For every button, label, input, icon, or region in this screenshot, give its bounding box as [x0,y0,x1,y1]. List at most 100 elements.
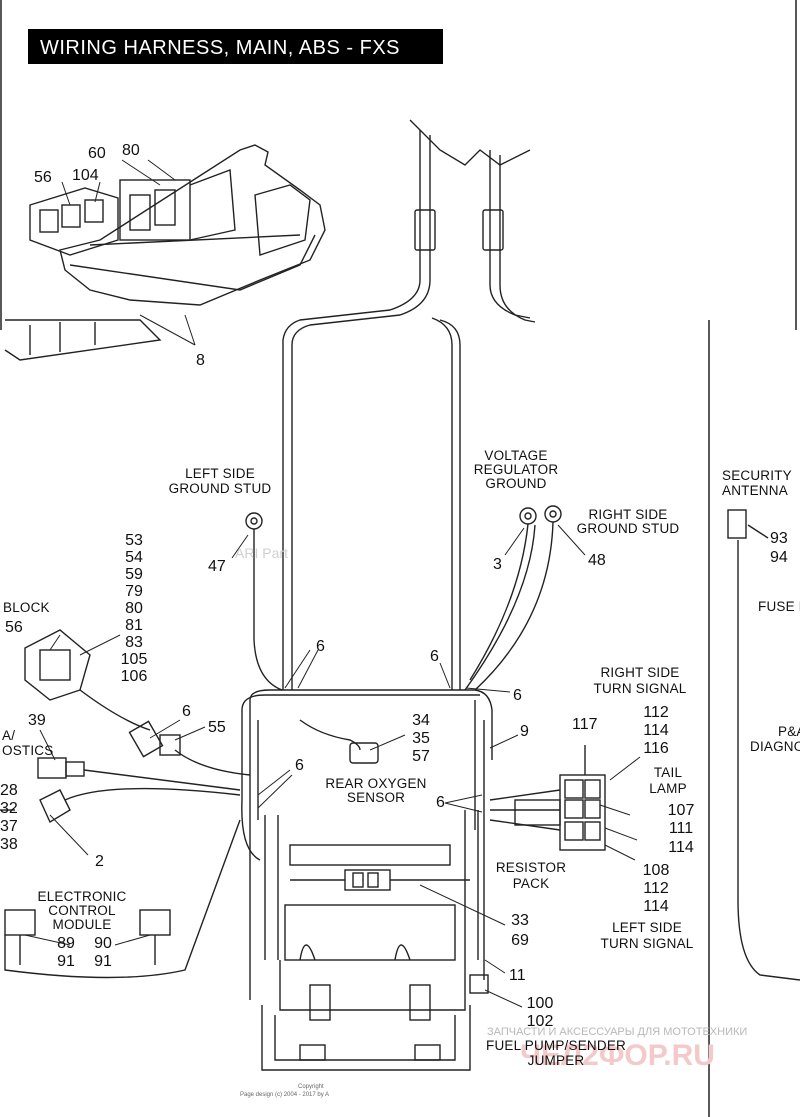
stack-part-4: 79 [125,583,143,600]
left-cut-part-4: 38 [0,836,18,853]
watermark-shop-name: ЧЕЛ2ФОР.RU [520,1039,715,1072]
leader-lines [24,524,641,1008]
part-93: 93 [770,530,788,547]
stack-part-2: 54 [125,549,143,566]
fuse-block-label: BLOCK [3,600,50,615]
security-label-1: SECURITY [722,468,792,483]
part-55: 55 [208,719,226,736]
title-bar: WIRING HARNESS, MAIN, ABS - FXS [28,29,443,64]
left-turn-part-1: 108 [643,862,670,879]
stack-part-5: 80 [125,600,143,617]
rear-o2-label-2: SENSOR [347,790,405,805]
tail-lamp-label-2: LAMP [649,781,687,796]
o2-part-2: 35 [412,730,430,747]
ecm-connectors [4,819,241,979]
copyright-line-2: Page design (c) 2004 - 2017 by A [240,1092,329,1098]
part-56-block: 56 [5,619,23,636]
part-6-mid-right: 6 [436,794,445,811]
right-turn-label-1: RIGHT SIDE [600,665,679,680]
right-ground-label-1: RIGHT SIDE [588,507,667,522]
frame-structure [261,810,489,1071]
pa-left-label-1: A/ [2,728,15,743]
left-ground-label-1: LEFT SIDE [185,466,255,481]
left-turn-label-1: LEFT SIDE [612,920,682,935]
ecm-right-part-2: 91 [94,953,112,970]
stack-part-8: 105 [121,651,148,668]
part-80-top: 80 [122,142,140,159]
ground-stud-terminals [245,505,562,691]
part-69: 69 [511,932,529,949]
part-104: 104 [72,167,99,184]
part-9: 9 [520,723,529,740]
part-8: 8 [196,352,205,369]
rear-o2-label-1: REAR OXYGEN [325,776,426,791]
part-numbers: 60 80 56 104 8 47 3 48 93 94 53 54 59 79… [0,142,788,1030]
part-56-top: 56 [34,169,52,186]
right-turn-label-2: TURN SIGNAL [594,681,687,696]
ecm-right-part-1: 90 [94,935,112,952]
pa-left-label-2: OSTICS [2,743,53,758]
part-6-right: 6 [513,687,522,704]
watermark-shop-top: ЗАПЧАСТИ И АКСЕССУАРЫ ДЛЯ МОТОТЕХНИКИ [487,1026,747,1038]
pa-right-label-1: P&A [778,724,800,739]
part-2: 2 [95,853,104,870]
o2-part-1: 34 [412,712,430,729]
top-harness [282,119,536,690]
part-94: 94 [770,549,788,566]
part-39: 39 [28,712,46,729]
part-47: 47 [208,558,226,575]
tail-part-2: 111 [669,820,693,837]
part-102: 102 [527,1013,554,1030]
main-harness-loop [241,689,493,1000]
tail-part-1: 107 [668,802,695,819]
part-6-left: 6 [182,703,191,720]
left-ground-label-2: GROUND STUD [169,481,272,496]
captions: LEFT SIDE GROUND STUD VOLTAGE REGULATOR … [2,448,800,1068]
left-cut-part-2: 32 [0,800,18,817]
stack-part-6: 81 [125,617,143,634]
left-turn-label-2: TURN SIGNAL [601,936,694,951]
fuel-pump-label-2: JUMPER [528,1053,585,1068]
right-ground-label-2: GROUND STUD [577,521,680,536]
left-cut-part-3: 37 [0,818,18,835]
relay-bracket-assembly [4,144,326,361]
part-11: 11 [509,967,526,984]
tail-lamp-connectors [489,745,606,851]
part-100: 100 [527,995,554,1012]
pa-right-label-2: DIAGNO [750,739,800,754]
stack-part-7: 83 [125,634,143,651]
left-turn-part-3: 114 [643,898,669,915]
ecm-label-2: CONTROL [48,903,116,918]
copyright-line-1: Copyright [298,1084,324,1090]
stack-part-3: 59 [125,566,143,583]
leader-lines-top [61,159,196,346]
fuel-pump-label-1: FUEL PUMP/SENDER [486,1038,626,1053]
left-connectors [0,629,251,824]
part-33: 33 [511,912,529,929]
part-60: 60 [88,145,106,162]
right-turn-part-2: 114 [643,722,669,739]
tail-lamp-label-1: TAIL [654,765,683,780]
resistor-label-1: RESISTOR [496,860,566,875]
ecm-label-3: MODULE [53,917,112,932]
left-cut-part-1: 28 [0,782,18,799]
ecm-left-part-1: 89 [57,935,75,952]
stack-part-9: 106 [121,668,148,685]
right-turn-part-1: 112 [643,704,669,721]
part-48: 48 [588,552,606,569]
voltage-reg-label-2: REGULATOR [474,462,559,477]
title-text: WIRING HARNESS, MAIN, ABS - FXS [40,37,400,59]
tail-part-3: 114 [668,839,694,856]
voltage-reg-label-1: VOLTAGE [484,448,547,463]
resistor-label-2: PACK [513,876,550,891]
security-label-2: ANTENNA [722,483,788,498]
ecm-left-part-2: 91 [57,953,75,970]
ecm-label-1: ELECTRONIC [37,889,126,904]
security-antenna [727,509,800,981]
watermark-ari: ARI Part [235,545,288,561]
part-117: 117 [572,716,598,733]
left-turn-part-2: 112 [643,880,669,897]
fuse-right-label: FUSE B [758,599,800,614]
